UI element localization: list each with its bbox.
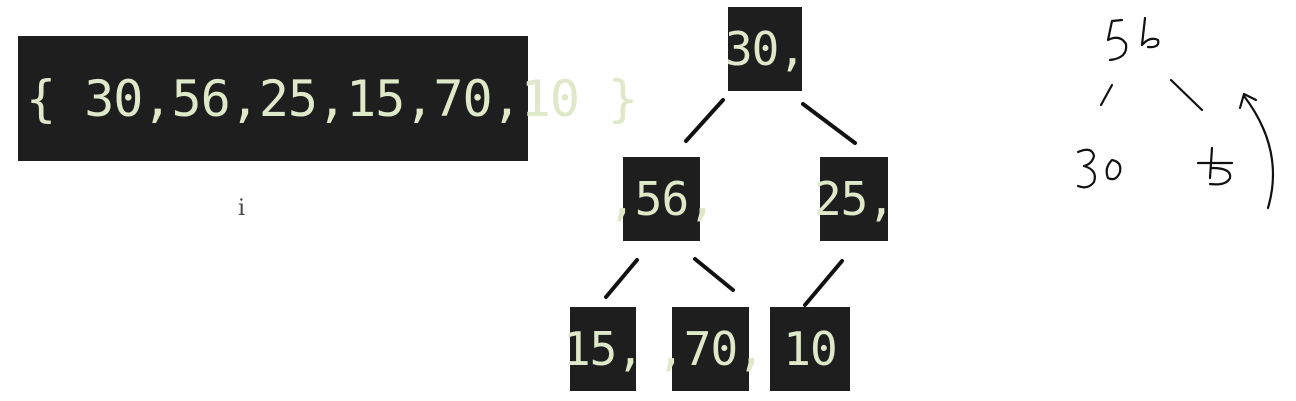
hand-digit-6-top — [1140, 16, 1160, 49]
tree-node-10: 10 — [770, 307, 850, 391]
tree-node-25-label: 25, — [813, 172, 895, 226]
array-literal: { 30,56,25,15,70,10 } — [18, 36, 638, 161]
edge-root-right — [801, 102, 857, 145]
tree-node-70: ,70, — [657, 307, 765, 391]
edge-56-15 — [604, 258, 639, 299]
array-literal-text: { 30,56,25,15,70,10 } — [26, 69, 638, 128]
text-cursor-icon: i — [238, 196, 246, 221]
edge-root-left — [684, 98, 725, 143]
hand-digit-0 — [1105, 158, 1122, 181]
tree-node-root: 30, — [724, 7, 806, 91]
hand-digit-scribble — [1196, 146, 1234, 186]
hand-line-right — [1169, 78, 1204, 112]
tree-node-15-label: 15, — [562, 322, 644, 376]
tree-node-70-label: ,70, — [657, 322, 765, 376]
hand-arrow-head — [1238, 92, 1258, 110]
edge-56-70 — [693, 257, 735, 292]
tree-node-56-label: ,56, — [608, 172, 716, 226]
hand-curved-arrow — [1242, 94, 1274, 210]
tree-node-10-label: 10 — [783, 322, 837, 376]
hand-digit-5-top — [1106, 18, 1128, 62]
tree-node-root-label: 30, — [724, 22, 806, 76]
hand-digit-3 — [1076, 148, 1096, 189]
edge-25-10 — [803, 259, 844, 307]
hand-line-left — [1099, 83, 1114, 107]
tree-node-15: 15, — [563, 307, 644, 391]
tree-node-25: 25, — [814, 157, 895, 241]
tree-node-56: ,56, — [608, 157, 716, 241]
